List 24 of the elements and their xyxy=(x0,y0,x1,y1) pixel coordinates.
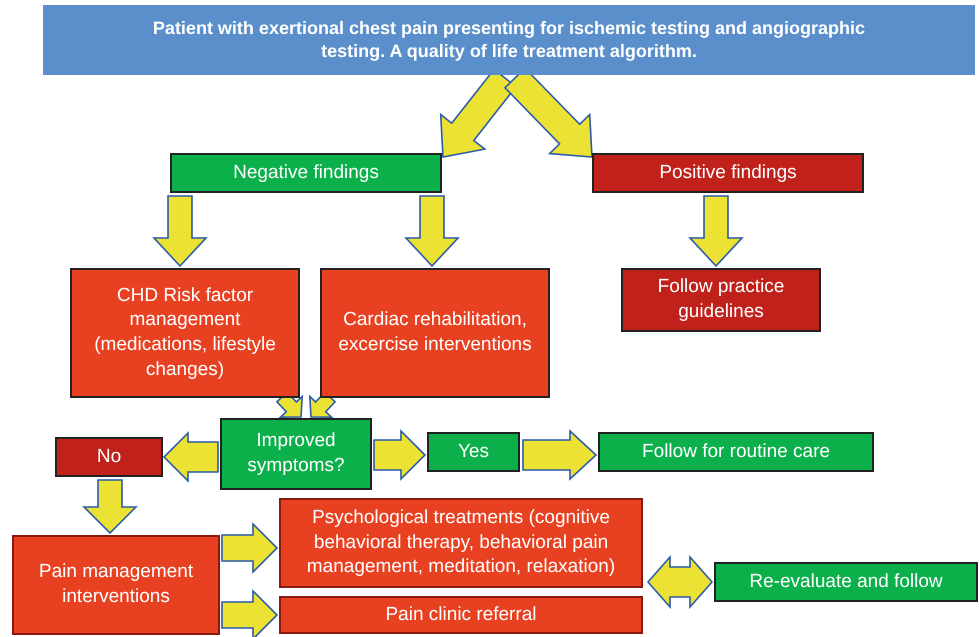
process-box: Follow for routine care xyxy=(598,432,874,472)
process-box: Psychological treatments (cognitive behavioral therapy, behavioral pain management, meditation, relaxation) xyxy=(279,498,643,588)
block-arrow xyxy=(646,554,714,610)
title-banner: Patient with exertional chest pain presenting for ischemic testing and angiographic testing. A quality of life treatment algorithm. xyxy=(43,5,975,75)
block-arrow xyxy=(404,195,460,268)
block-arrow xyxy=(221,589,278,637)
block-arrow xyxy=(522,429,598,481)
block-arrow xyxy=(152,195,208,268)
block-arrow xyxy=(373,429,426,481)
process-box: Follow practice guidelines xyxy=(621,268,821,332)
block-arrow xyxy=(162,431,219,483)
process-box: Re-evaluate and follow xyxy=(714,562,978,602)
process-box: Pain clinic referral xyxy=(279,596,643,634)
decision-box: Improved symptoms? xyxy=(220,418,372,490)
outcome-box: Yes xyxy=(427,432,520,472)
finding-box: Negative findings xyxy=(170,153,442,193)
block-arrow xyxy=(688,195,744,268)
process-box: Cardiac rehabilitation, excercise interventions xyxy=(320,268,550,398)
process-box: CHD Risk factor management (medications, lifestyle changes) xyxy=(70,268,300,398)
block-arrow xyxy=(221,522,278,574)
outcome-box: No xyxy=(55,437,163,477)
process-box: Pain management interventions xyxy=(12,535,220,635)
finding-box: Positive findings xyxy=(592,153,864,193)
block-arrow xyxy=(82,479,138,534)
